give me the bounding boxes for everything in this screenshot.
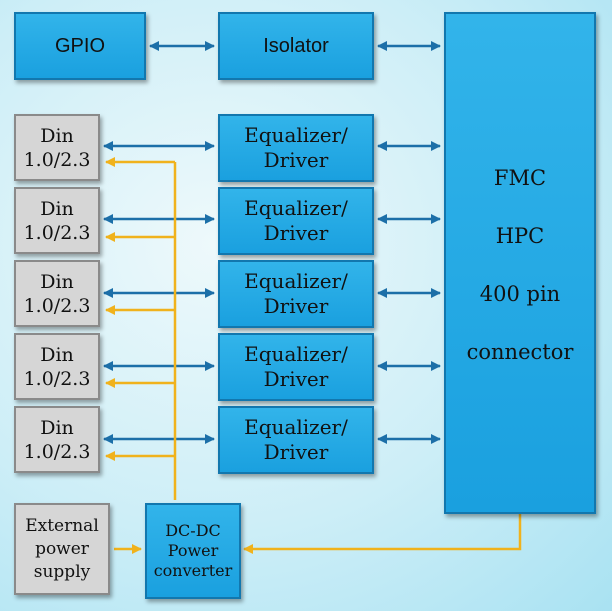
equalizer-label: Equalizer/ Driver xyxy=(244,342,348,391)
din-port-label: Din 1.0/2.3 xyxy=(23,343,91,390)
isolator-block: Isolator xyxy=(218,12,374,80)
external-power-supply-block: External power supply xyxy=(14,503,110,595)
din-port-2: Din 1.0/2.3 xyxy=(14,187,100,254)
gpio-label: GPIO xyxy=(54,34,105,57)
fmc-line-1: FMC xyxy=(493,166,547,190)
equalizer-label: Equalizer/ Driver xyxy=(244,269,348,318)
din-port-4: Din 1.0/2.3 xyxy=(14,333,100,400)
din-port-5: Din 1.0/2.3 xyxy=(14,406,100,473)
din-port-label: Din 1.0/2.3 xyxy=(23,124,91,171)
fmc-line-3: 400 pin xyxy=(479,282,561,306)
din-port-label: Din 1.0/2.3 xyxy=(23,270,91,317)
din-port-label: Din 1.0/2.3 xyxy=(23,197,91,244)
fmc-line-2: HPC xyxy=(495,224,545,248)
din-port-3: Din 1.0/2.3 xyxy=(14,260,100,327)
fmc-to-dcdc-link xyxy=(243,514,522,554)
fmc-line-4: connector xyxy=(466,340,574,364)
equalizer-driver-2: Equalizer/ Driver xyxy=(218,187,374,255)
equalizer-driver-3: Equalizer/ Driver xyxy=(218,260,374,328)
external-power-label: External power supply xyxy=(25,515,99,582)
equalizer-label: Equalizer/ Driver xyxy=(244,196,348,245)
equalizer-label: Equalizer/ Driver xyxy=(244,415,348,464)
din-port-label: Din 1.0/2.3 xyxy=(23,416,91,463)
equalizer-label: Equalizer/ Driver xyxy=(244,123,348,172)
gpio-block: GPIO xyxy=(14,12,146,80)
din-port-1: Din 1.0/2.3 xyxy=(14,114,100,181)
equalizer-driver-1: Equalizer/ Driver xyxy=(218,114,374,182)
dcdc-label: DC-DC Power converter xyxy=(153,521,233,580)
fmc-connector-block: FMC HPC 400 pin connector xyxy=(444,12,596,514)
dcdc-converter-block: DC-DC Power converter xyxy=(145,503,241,599)
equalizer-driver-5: Equalizer/ Driver xyxy=(218,406,374,474)
isolator-label: Isolator xyxy=(263,34,329,57)
equalizer-driver-4: Equalizer/ Driver xyxy=(218,333,374,401)
